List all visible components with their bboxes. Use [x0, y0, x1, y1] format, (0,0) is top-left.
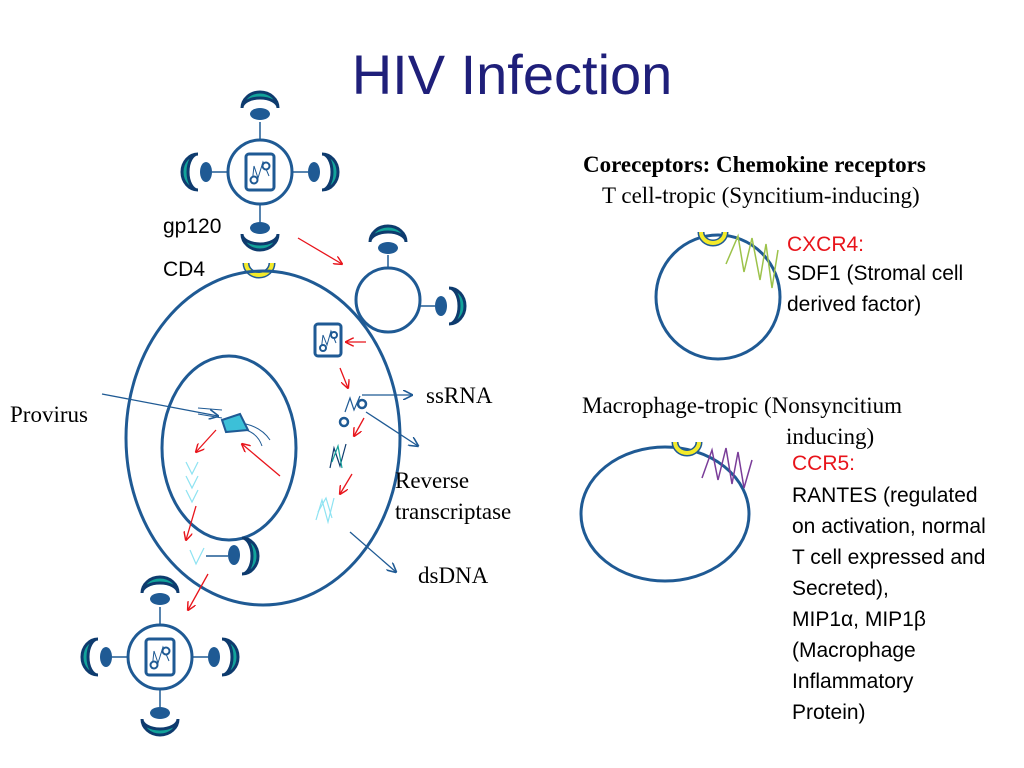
- process-arrows: [186, 237, 366, 610]
- reverse-transcriptase-label: Reverse transcriptase: [395, 468, 512, 524]
- provirus-label: Provirus: [10, 402, 88, 427]
- t-cell-tropism: T cell-tropic (Syncitium-inducing): [602, 183, 920, 208]
- ccr5-receptor: [701, 447, 753, 489]
- budding-virion-right: [354, 224, 467, 334]
- cd4-label: CD4: [163, 258, 206, 281]
- macrophage-tropism-line1: Macrophage-tropic (Nonsyncitium: [582, 393, 902, 418]
- nucleus: [160, 354, 298, 542]
- virion-bottom: [80, 575, 240, 737]
- cxcr4-label: CXCR4:: [787, 233, 865, 256]
- ccr5-ligand: RANTES (regulated on activation, normal …: [792, 484, 986, 724]
- macrophage-tropism-line2: inducing): [786, 424, 875, 449]
- provirus-integration: [185, 407, 271, 566]
- host-cell-membrane: [124, 269, 402, 607]
- macrophage-ccr5-diagram: [579, 441, 753, 583]
- ccr5-label: CCR5:: [792, 452, 856, 475]
- gp120-label: gp120: [163, 215, 222, 238]
- membrane-envelope: [206, 536, 260, 576]
- label-pointers: [101, 394, 418, 572]
- viral-rna: [315, 395, 368, 525]
- cxcr4-ligand: SDF1 (Stromal cell derived factor): [787, 262, 964, 316]
- coreceptors-heading: Coreceptors: Chemokine receptors: [583, 152, 926, 177]
- cxcr4-receptor: [725, 233, 779, 289]
- dsdna-label: dsDNA: [418, 563, 489, 588]
- slide-title: HIV Infection: [351, 43, 673, 106]
- ssrna-label: ssRNA: [426, 383, 493, 408]
- t-cell-cxcr4-diagram: [654, 231, 782, 361]
- virion-top: [180, 90, 340, 252]
- capsid: [313, 322, 343, 358]
